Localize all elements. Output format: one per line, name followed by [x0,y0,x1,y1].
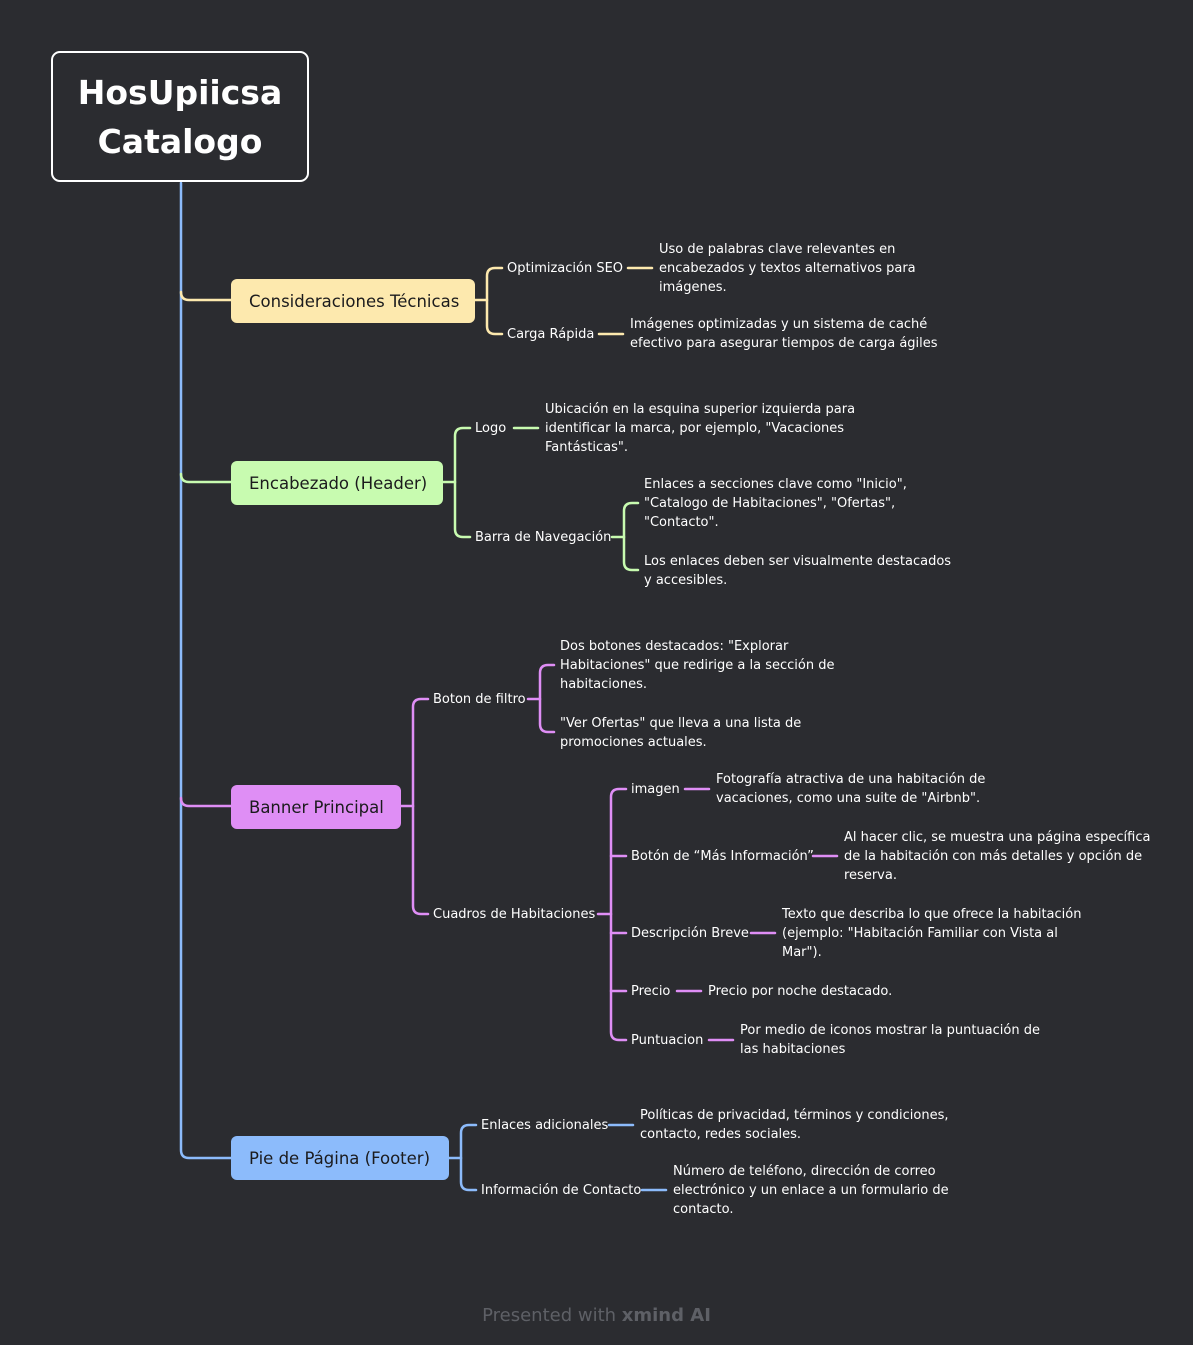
subtopic-puntuacion[interactable]: Puntuacion [631,1033,704,1048]
xmind-logo: xmind AI [621,1305,711,1326]
subtopic-descripcion-breve[interactable]: Descripción Breve [631,926,749,941]
leaf-boton-description[interactable]: Al hacer clic, se muestra una página esp… [844,828,1150,885]
leaf-line: las habitaciones [740,1042,846,1057]
leaf-line: Fotografía atractiva de una habitación d… [716,772,986,787]
leaf-logo-description[interactable]: Ubicación en la esquina superior izquier… [545,400,855,457]
subtopic-barra-navegacion[interactable]: Barra de Navegación [475,530,612,545]
leaf-nav-enlaces[interactable]: Enlaces a secciones clave como "Inicio",… [644,475,907,532]
leaf-precio-description[interactable]: Precio por noche destacado. [708,982,892,1001]
leaf-line: Dos botones destacados: "Explorar [560,639,789,654]
leaf-puntuacion-description[interactable]: Por medio de iconos mostrar la puntuació… [740,1021,1040,1059]
leaf-line: Políticas de privacidad, términos y cond… [640,1108,949,1123]
leaf-line: Fantásticas". [545,440,629,455]
leaf-line: promociones actuales. [560,735,707,750]
leaf-line: Los enlaces deben ser visualmente destac… [644,554,952,569]
leaf-line: Al hacer clic, se muestra una página esp… [844,830,1151,845]
subtopic-carga-rapida[interactable]: Carga Rápida [507,327,595,342]
leaf-imagen-description[interactable]: Fotografía atractiva de una habitación d… [716,770,985,808]
branch-pie-de-pagina[interactable]: Pie de Página (Footer) [231,1136,449,1180]
leaf-line: reserva. [844,868,897,883]
leaf-line: electrónico y un enlace a un formulario … [673,1183,949,1198]
subtopic-optimizacion-seo[interactable]: Optimización SEO [507,261,624,276]
branch-banner-principal[interactable]: Banner Principal [231,785,401,829]
leaf-line: y accesibles. [644,573,728,588]
leaf-filtro-ofertas[interactable]: "Ver Ofertas" que lleva a una lista de p… [560,714,801,752]
leaf-line: de la habitación con más detalles y opci… [844,849,1143,864]
root-topic[interactable]: HosUpiicsa Catalogo [51,51,309,182]
leaf-contacto-description[interactable]: Número de teléfono, dirección de correo … [673,1162,949,1219]
leaf-line: Enlaces a secciones clave como "Inicio", [644,477,907,492]
leaf-filtro-botones[interactable]: Dos botones destacados: "Explorar Habita… [560,637,834,694]
leaf-line: identificar la marca, por ejemplo, "Vaca… [545,421,845,436]
subtopic-enlaces-adicionales[interactable]: Enlaces adicionales [481,1118,609,1133]
leaf-line: Habitaciones" que redirige a la sección … [560,658,835,673]
leaf-line: Precio por noche destacado. [708,984,893,999]
leaf-seo-description[interactable]: Uso de palabras clave relevantes en enca… [659,240,916,297]
presented-with-credit: Presented with xmind AI [0,1305,1193,1326]
leaf-line: Uso de palabras clave relevantes en [659,242,896,257]
subtopic-precio[interactable]: Precio [631,984,671,999]
leaf-line: Mar"). [782,945,822,960]
leaf-carga-description[interactable]: Imágenes optimizadas y un sistema de cac… [630,315,938,353]
trunk-line [179,181,233,1160]
branch-label: Consideraciones Técnicas [249,291,460,311]
root-title-line-2: Catalogo [97,121,263,161]
leaf-line: efectivo para asegurar tiempos de carga … [630,336,938,351]
subtopic-logo[interactable]: Logo [475,421,507,436]
leaf-line: "Ver Ofertas" que lleva a una lista de [560,716,802,731]
credit-prefix: Presented with [482,1305,622,1326]
subtopic-boton-mas-informacion[interactable]: Botón de “Más Información” [631,849,814,864]
connector-tecnicas [179,290,233,302]
root-title-line-1: HosUpiicsa [77,72,283,112]
leaf-line: Número de teléfono, dirección de correo [673,1164,936,1179]
leaf-line: contacto. [673,1202,734,1217]
branch-consideraciones-tecnicas[interactable]: Consideraciones Técnicas [231,279,475,323]
leaf-line: Texto que describa lo que ofrece la habi… [782,907,1082,922]
leaf-line: imágenes. [659,280,727,295]
leaf-nav-destacados[interactable]: Los enlaces deben ser visualmente destac… [644,552,951,590]
leaf-line: Imágenes optimizadas y un sistema de cac… [630,317,928,332]
branch-encabezado[interactable]: Encabezado (Header) [231,461,443,505]
connector-banner [179,796,233,808]
leaf-line: contacto, redes sociales. [640,1127,802,1142]
subtopic-cuadros-habitaciones[interactable]: Cuadros de Habitaciones [433,907,596,922]
subtopic-informacion-contacto[interactable]: Información de Contacto [481,1183,642,1198]
leaf-line: "Catalogo de Habitaciones", "Ofertas", [644,496,896,511]
leaf-line: "Contacto". [644,515,719,530]
branch-label: Banner Principal [249,797,384,817]
leaf-line: Por medio de iconos mostrar la puntuació… [740,1023,1040,1038]
leaf-line: Ubicación en la esquina superior izquier… [545,402,856,417]
leaf-descripcion-description[interactable]: Texto que describa lo que ofrece la habi… [782,905,1081,962]
leaf-enlaces-description[interactable]: Políticas de privacidad, términos y cond… [640,1106,949,1144]
branch-label: Encabezado (Header) [249,473,428,493]
branch-label: Pie de Página (Footer) [249,1148,431,1168]
leaf-line: habitaciones. [560,677,647,692]
subtopic-imagen[interactable]: imagen [631,782,680,797]
subtopic-boton-filtro[interactable]: Boton de filtro [433,692,526,707]
connector-header [179,472,233,484]
leaf-line: (ejemplo: "Habitación Familiar con Vista… [782,926,1058,941]
leaf-line: vacaciones, como una suite de "Airbnb". [716,791,981,806]
leaf-line: encabezados y textos alternativos para [659,261,916,276]
